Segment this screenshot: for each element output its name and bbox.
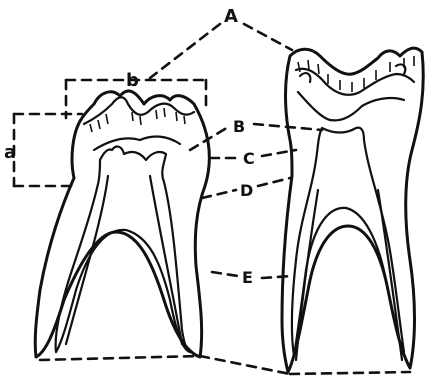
label-b: b	[126, 70, 139, 91]
right-dentin-line	[298, 92, 404, 120]
left-dentin-line	[94, 137, 180, 150]
label-B: B	[233, 117, 245, 136]
right-pulp-horn-right	[396, 64, 405, 74]
label-C: C	[243, 149, 255, 168]
right-root-canal-left	[296, 190, 318, 360]
left-tooth	[35, 91, 209, 357]
left-pulp-cavity	[56, 147, 190, 352]
left-tooth-outline	[35, 91, 209, 357]
right-root-canal-right	[378, 190, 402, 360]
right-pulp-cavity	[292, 128, 404, 356]
label-a: a	[4, 142, 16, 163]
right-pulp-horn-left	[300, 73, 310, 82]
leader-lines	[14, 24, 410, 374]
label-D: D	[240, 181, 253, 200]
right-tooth	[282, 48, 423, 372]
left-root-canal-distal	[150, 176, 182, 344]
label-E: E	[242, 268, 253, 287]
label-A: A	[224, 6, 238, 27]
